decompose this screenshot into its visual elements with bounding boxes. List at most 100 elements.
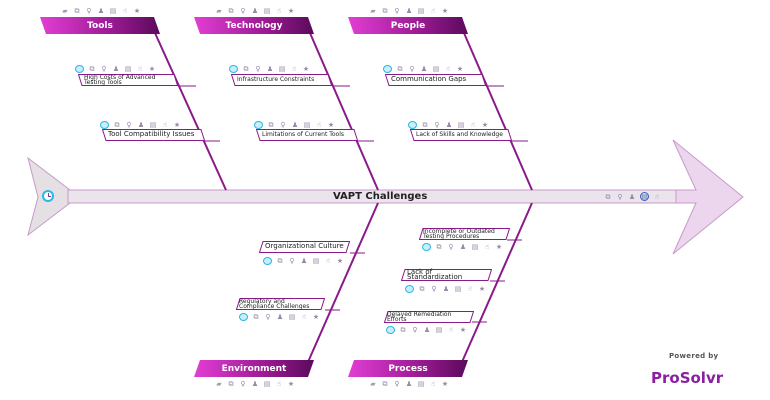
folder-icon[interactable]: ▰ [370, 379, 376, 388]
cause-box[interactable]: Organizational Culture [259, 241, 350, 253]
cause-box[interactable]: Infrastructure Constraints [231, 74, 332, 86]
hand-pointer-icon[interactable]: ☝ [276, 6, 282, 15]
external-link-icon[interactable]: ⧉ [268, 120, 274, 129]
star-icon[interactable]: ★ [287, 6, 295, 15]
star-icon[interactable]: ★ [441, 379, 449, 388]
lightbulb-icon[interactable]: ♀ [255, 64, 261, 73]
folder-icon[interactable] [229, 64, 238, 73]
hand-pointer-icon[interactable]: ☝ [316, 120, 322, 129]
star-icon[interactable]: ★ [459, 325, 467, 334]
user-icon[interactable]: ♟ [423, 325, 431, 334]
cause-box[interactable]: Incomplete or Outdated Testing Procedure… [419, 228, 510, 240]
lightbulb-icon[interactable]: ♀ [240, 379, 246, 388]
lightbulb-icon[interactable]: ♀ [280, 120, 286, 129]
user-icon[interactable]: ♟ [405, 379, 413, 388]
folder-icon[interactable] [408, 120, 417, 129]
folder-icon[interactable]: ▰ [216, 379, 222, 388]
cause-box[interactable]: Communication Gaps [385, 74, 486, 86]
folder-icon[interactable] [254, 120, 263, 129]
external-link-icon[interactable]: ⧉ [253, 312, 259, 321]
user-icon[interactable]: ♟ [459, 242, 467, 251]
external-link-icon[interactable]: ⧉ [277, 256, 283, 265]
folder-icon[interactable]: ▰ [216, 6, 222, 15]
external-link-icon[interactable]: ⧉ [605, 192, 611, 201]
lightbulb-icon[interactable]: ♀ [101, 64, 107, 73]
external-link-icon[interactable]: ⧉ [228, 379, 234, 388]
star-icon[interactable]: ★ [287, 379, 295, 388]
folder-icon[interactable] [75, 64, 84, 73]
document-icon[interactable]: ▤ [435, 325, 443, 334]
lightbulb-icon[interactable]: ♀ [431, 284, 437, 293]
folder-icon[interactable] [239, 312, 248, 321]
star-icon[interactable]: ★ [478, 284, 486, 293]
document-icon[interactable]: ▤ [454, 284, 462, 293]
star-icon[interactable]: ★ [133, 6, 141, 15]
hand-pointer-icon[interactable]: ☝ [430, 379, 436, 388]
star-icon[interactable]: ★ [302, 64, 310, 73]
document-icon[interactable]: ▤ [263, 379, 271, 388]
star-icon[interactable]: ★ [336, 256, 344, 265]
lightbulb-icon[interactable]: ♀ [434, 120, 440, 129]
external-link-icon[interactable]: ⧉ [228, 6, 234, 15]
lightbulb-icon[interactable]: ♀ [240, 6, 246, 15]
user-icon[interactable]: ♟ [420, 64, 428, 73]
lightbulb-icon[interactable]: ♀ [617, 192, 623, 201]
folder-icon[interactable] [263, 256, 272, 265]
hand-pointer-icon[interactable]: ☝ [470, 120, 476, 129]
external-link-icon[interactable]: ⧉ [89, 64, 95, 73]
category-header-environment[interactable]: Environment [194, 360, 314, 377]
cause-box[interactable]: Lack of Standardization [401, 268, 492, 281]
folder-icon[interactable] [386, 325, 395, 334]
hand-pointer-icon[interactable]: ☝ [467, 284, 473, 293]
user-icon[interactable]: ♟ [251, 6, 259, 15]
cause-box[interactable]: Regulatory and Compliance Challenges [236, 298, 325, 310]
document-icon[interactable]: ▤ [303, 120, 311, 129]
hand-pointer-icon[interactable]: ☝ [122, 6, 128, 15]
hand-pointer-icon[interactable]: ☝ [162, 120, 168, 129]
folder-icon[interactable]: ▰ [62, 6, 68, 15]
lightbulb-icon[interactable]: ♀ [126, 120, 132, 129]
user-icon[interactable]: ♟ [97, 6, 105, 15]
folder-icon[interactable] [383, 64, 392, 73]
cause-box[interactable]: Lack of Skills and Knowledge [410, 129, 512, 141]
document-icon[interactable]: ▤ [471, 242, 479, 251]
star-icon[interactable]: ★ [327, 120, 335, 129]
document-icon[interactable]: ▤ [457, 120, 465, 129]
external-link-icon[interactable]: ⧉ [114, 120, 120, 129]
user-icon[interactable]: ♟ [276, 312, 284, 321]
lightbulb-icon[interactable]: ♀ [86, 6, 92, 15]
star-icon[interactable]: ★ [495, 242, 503, 251]
document-icon[interactable]: ▤ [640, 192, 649, 201]
star-icon[interactable]: ★ [173, 120, 181, 129]
document-icon[interactable]: ▤ [417, 379, 425, 388]
hand-pointer-icon[interactable]: ☝ [301, 312, 307, 321]
external-link-icon[interactable]: ⧉ [382, 6, 388, 15]
star-icon[interactable]: ★ [481, 120, 489, 129]
document-icon[interactable]: ▤ [149, 120, 157, 129]
star-icon[interactable]: ★ [456, 64, 464, 73]
user-icon[interactable]: ♟ [112, 64, 120, 73]
external-link-icon[interactable]: ⧉ [397, 64, 403, 73]
problem-title[interactable]: VAPT Challenges [333, 191, 428, 202]
external-link-icon[interactable]: ⧉ [243, 64, 249, 73]
document-icon[interactable]: ▤ [312, 256, 320, 265]
hand-pointer-icon[interactable]: ☝ [137, 64, 143, 73]
category-header-process[interactable]: Process [348, 360, 468, 377]
hand-pointer-icon[interactable]: ☝ [291, 64, 297, 73]
star-icon[interactable]: ★ [441, 6, 449, 15]
cause-box[interactable]: Limitations of Current Tools [256, 129, 358, 141]
user-icon[interactable]: ♟ [291, 120, 299, 129]
user-icon[interactable]: ♟ [442, 284, 450, 293]
external-link-icon[interactable]: ⧉ [419, 284, 425, 293]
user-icon[interactable]: ♟ [300, 256, 308, 265]
user-icon[interactable]: ♟ [405, 6, 413, 15]
document-icon[interactable]: ▤ [432, 64, 440, 73]
lightbulb-icon[interactable]: ♀ [265, 312, 271, 321]
external-link-icon[interactable]: ⧉ [382, 379, 388, 388]
clock-icon[interactable] [42, 190, 54, 202]
star-icon[interactable]: ★ [148, 64, 156, 73]
lightbulb-icon[interactable]: ♀ [448, 242, 454, 251]
external-link-icon[interactable]: ⧉ [400, 325, 406, 334]
document-icon[interactable]: ▤ [417, 6, 425, 15]
folder-icon[interactable] [100, 120, 109, 129]
